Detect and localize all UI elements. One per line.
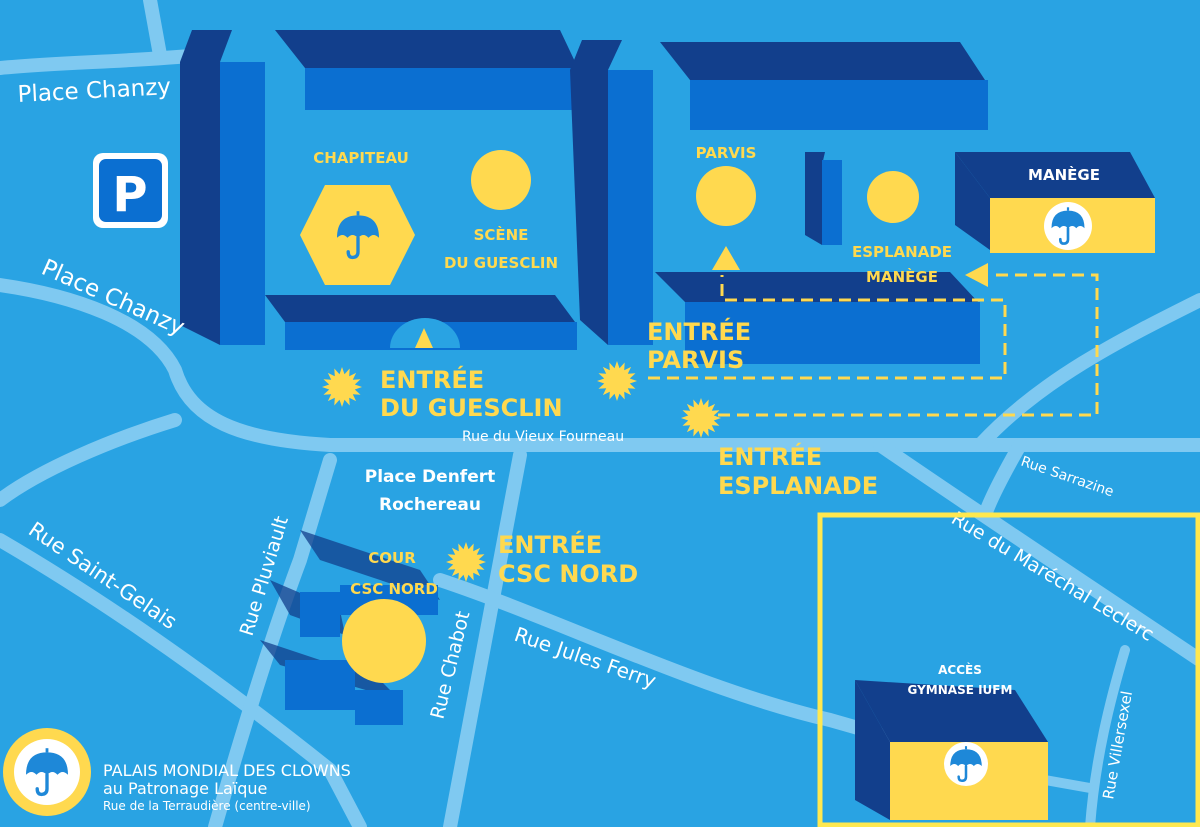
arrow-left-icon xyxy=(965,263,988,287)
entrance-markers xyxy=(322,361,721,582)
inset-frame xyxy=(817,512,1200,827)
venue-label: MANÈGE xyxy=(1028,165,1100,184)
street-label: Rue du Vieux Fourneau xyxy=(462,429,624,445)
place-label: Rochereau xyxy=(379,495,481,515)
parvis-circle xyxy=(696,166,756,226)
venue-label: ACCÈS xyxy=(938,662,982,677)
parking-icon: P xyxy=(112,167,147,223)
venue-labels: CHAPITEAU SCÈNE DU GUESCLIN PARVIS ESPLA… xyxy=(313,144,1100,697)
parking-sign: P xyxy=(93,153,168,228)
entrance-labels: ENTRÉE DU GUESCLIN ENTRÉE PARVIS ENTRÉE … xyxy=(380,317,878,588)
legend-address: Rue de la Terraudière (centre-ville) xyxy=(103,799,311,813)
legend: PALAIS MONDIAL DES CLOWNS au Patronage L… xyxy=(3,728,351,816)
entrance-arrows xyxy=(390,246,988,348)
buildings xyxy=(180,30,1155,820)
entrance-label: ENTRÉE xyxy=(718,442,822,471)
arrow-up-icon xyxy=(415,328,433,348)
venue-label: ESPLANADE xyxy=(852,243,952,261)
arrow-up-icon xyxy=(712,246,740,270)
entrance-star-icon xyxy=(322,367,362,407)
entrance-label: ENTRÉE xyxy=(647,317,751,346)
scene-circle xyxy=(471,150,531,210)
place-label: Place Denfert xyxy=(365,467,495,487)
venue-label: CSC NORD xyxy=(350,580,438,598)
venue-label: PARVIS xyxy=(696,144,757,162)
venue-label: CHAPITEAU xyxy=(313,149,409,167)
venue-label: SCÈNE xyxy=(474,225,529,244)
esplanade-circle xyxy=(867,171,919,223)
legend-subtitle: au Patronage Laïque xyxy=(103,779,267,798)
dashed-paths xyxy=(648,273,1099,417)
venues xyxy=(300,150,1155,820)
entrance-label: ENTRÉE xyxy=(380,365,484,394)
entrance-label: ESPLANADE xyxy=(718,472,878,500)
entrance-label: PARVIS xyxy=(647,346,744,374)
cour-circle xyxy=(342,599,426,683)
entrance-star-icon xyxy=(597,361,637,401)
venue-label: COUR xyxy=(368,549,416,567)
entrance-label: DU GUESCLIN xyxy=(380,394,563,422)
venue-label: DU GUESCLIN xyxy=(444,254,558,272)
venue-label: MANÈGE xyxy=(866,267,938,286)
venue-label: GYMNASE IUFM xyxy=(908,683,1013,697)
legend-title: PALAIS MONDIAL DES CLOWNS xyxy=(103,761,351,780)
entrance-star-icon xyxy=(446,542,486,582)
entrance-label: CSC NORD xyxy=(498,560,638,588)
entrance-label: ENTRÉE xyxy=(498,530,602,559)
entrance-star-icon xyxy=(681,398,721,438)
